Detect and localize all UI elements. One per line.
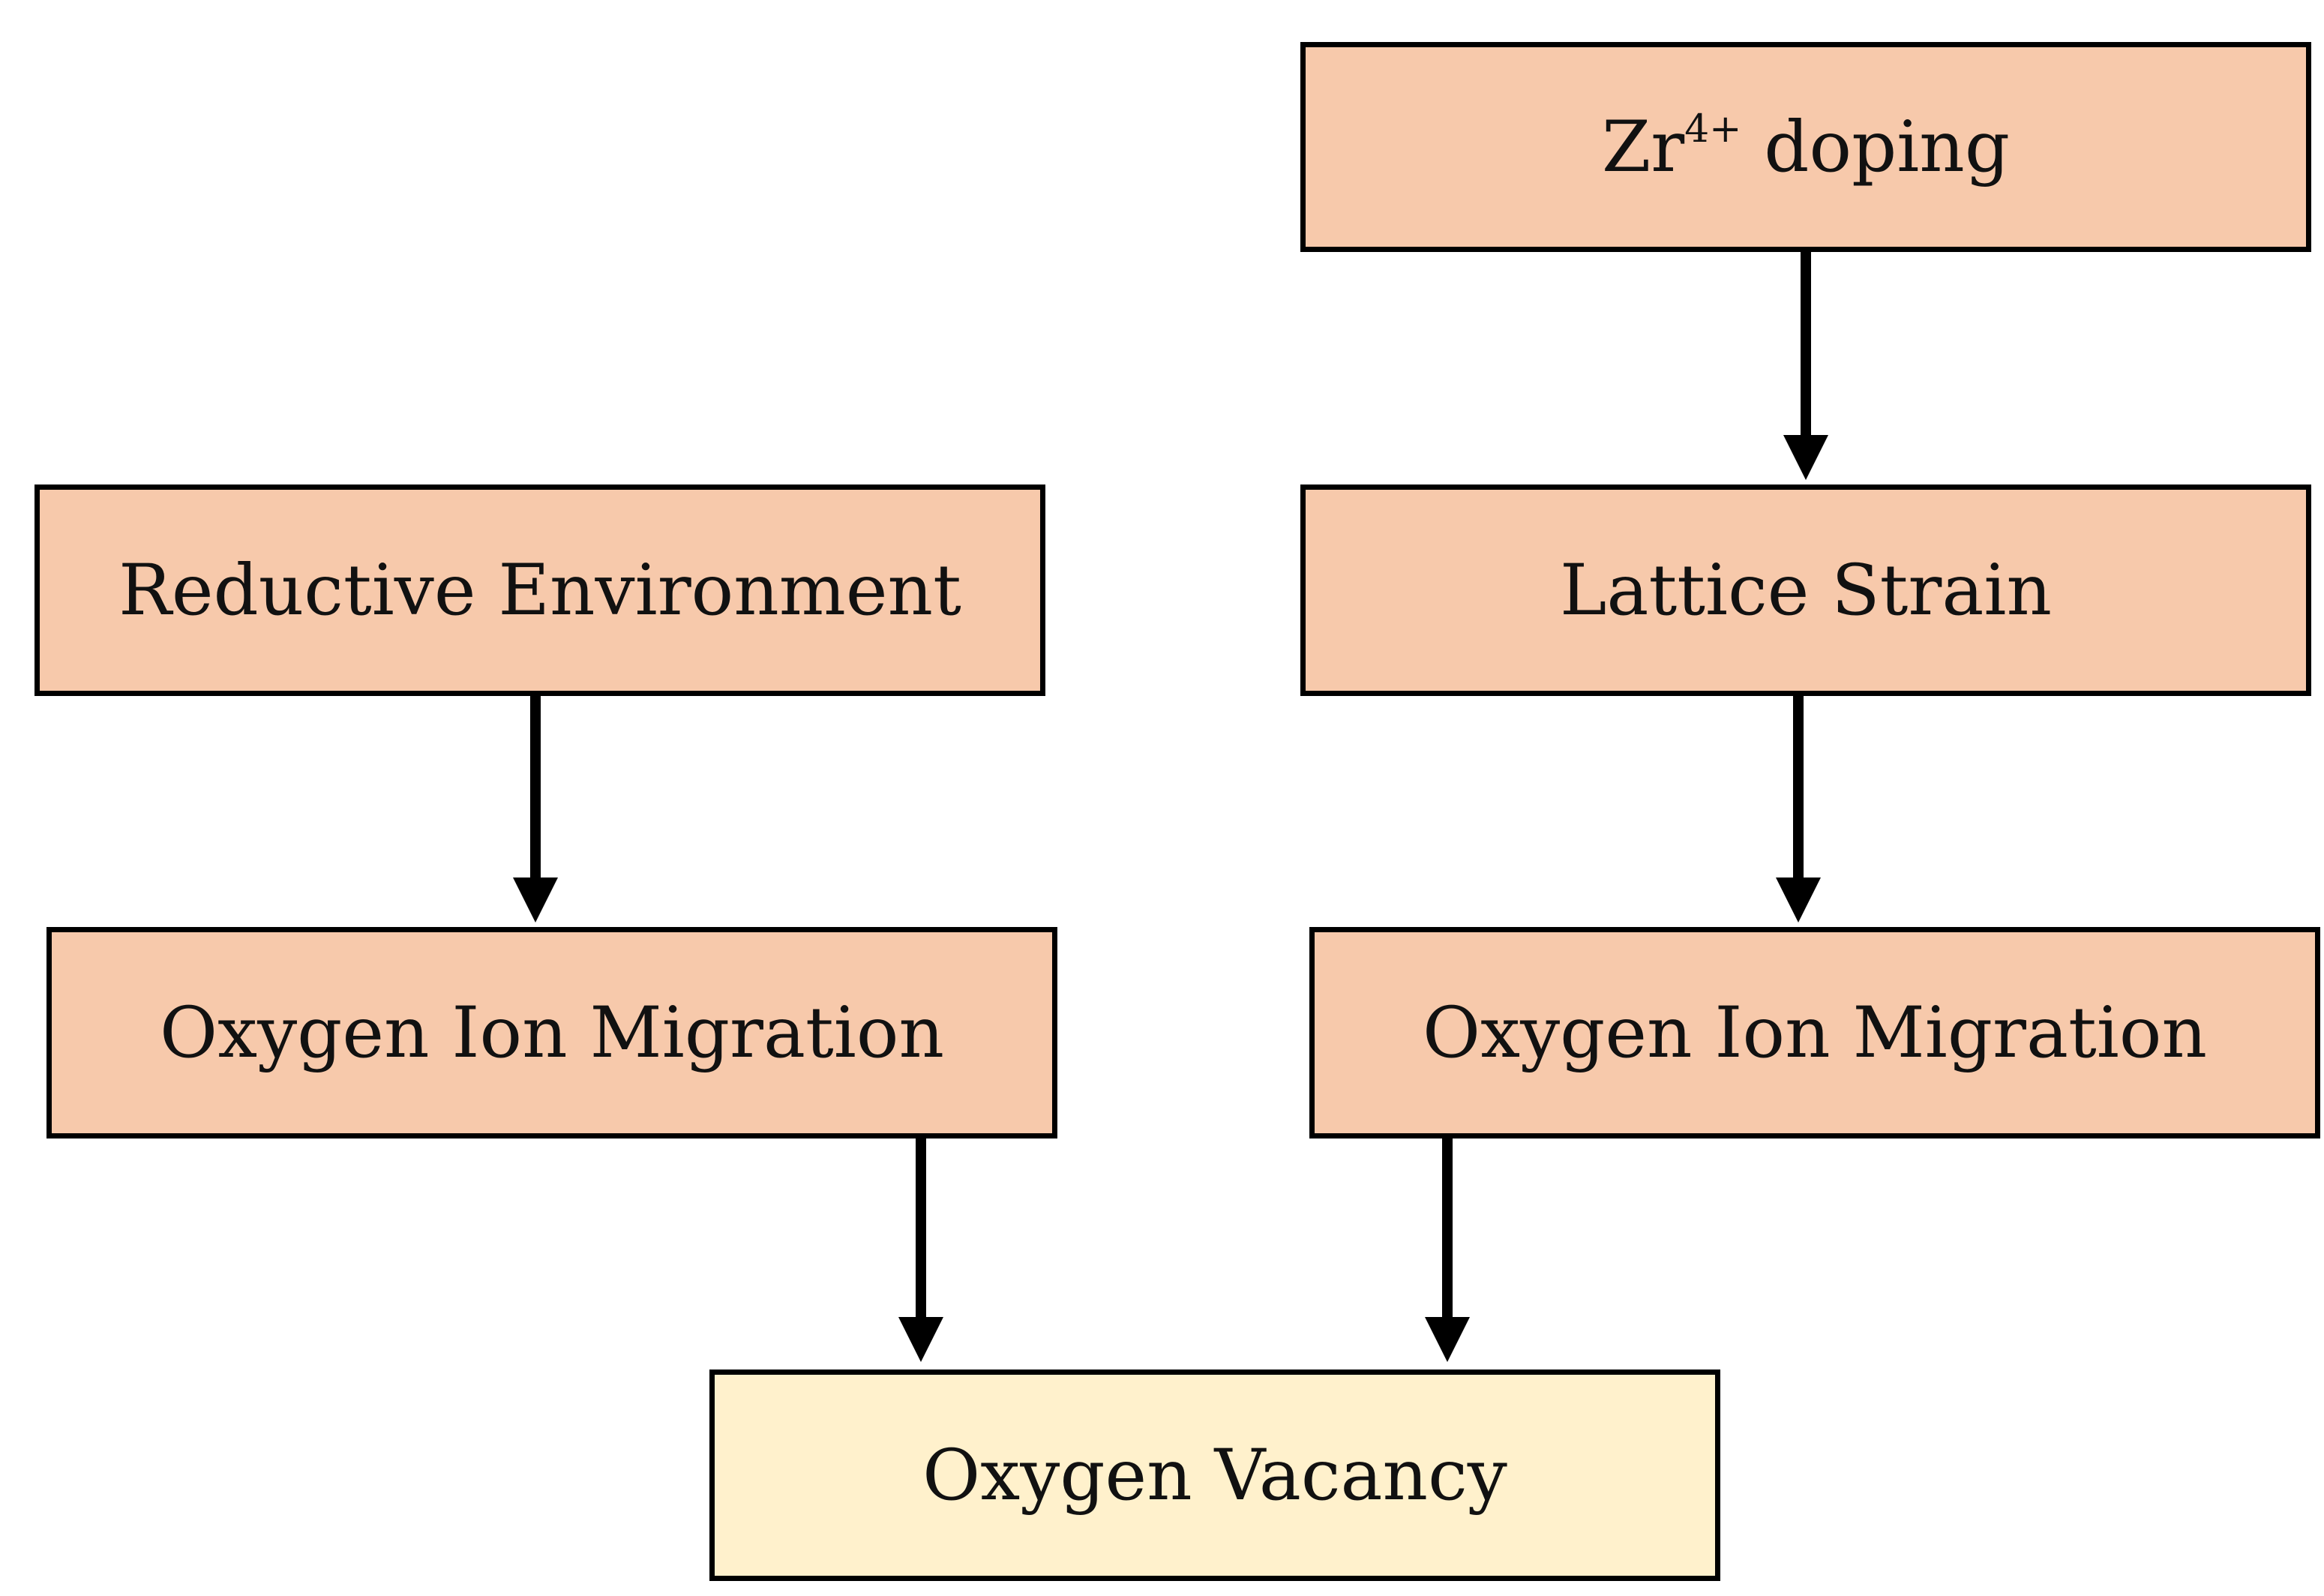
arrow-migration-right-to-vacancy [1425, 1134, 1470, 1362]
node-oxygen-ion-migration-right-label: Oxygen Ion Migration [1423, 992, 2207, 1074]
arrow-reductive-to-migration-left [513, 692, 558, 922]
node-reductive-environment: Reductive Environment [34, 484, 1045, 696]
node-oxygen-ion-migration-right: Oxygen Ion Migration [1309, 927, 2320, 1138]
node-zr-doping-label: Zr4+ doping [1601, 106, 2011, 188]
arrow-migration-left-to-vacancy [898, 1134, 943, 1362]
node-oxygen-vacancy: Oxygen Vacancy [709, 1370, 1720, 1581]
node-zr-doping: Zr4+ doping [1300, 42, 2311, 252]
arrow-lattice-to-migration-right [1776, 692, 1821, 922]
node-lattice-strain-label: Lattice Strain [1560, 549, 2052, 632]
node-oxygen-vacancy-label: Oxygen Vacancy [922, 1434, 1507, 1516]
node-oxygen-ion-migration-left: Oxygen Ion Migration [46, 927, 1057, 1138]
node-oxygen-ion-migration-left-label: Oxygen Ion Migration [160, 992, 944, 1074]
arrow-zr-to-lattice-strain [1783, 248, 1828, 480]
node-reductive-environment-label: Reductive Environment [118, 549, 961, 632]
node-lattice-strain: Lattice Strain [1300, 484, 2311, 696]
